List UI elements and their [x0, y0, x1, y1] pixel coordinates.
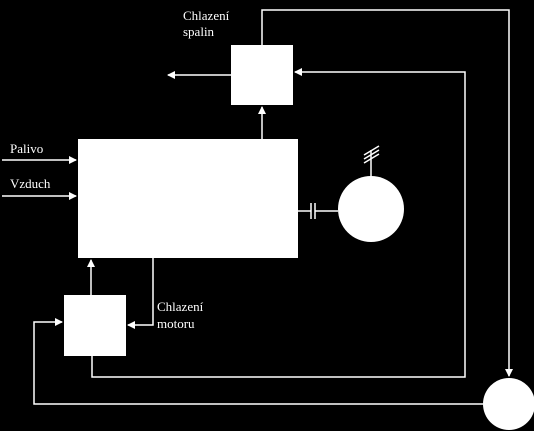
engine-cooling-exchanger-box	[64, 295, 126, 356]
engine-cooling-label-line2: motoru	[157, 316, 195, 331]
air-label: Vzduch	[10, 176, 51, 191]
return-water-line	[33, 318, 483, 405]
engine-coolant-out-line	[127, 258, 154, 329]
intermediate-water-line	[91, 68, 466, 378]
flue-gas-cooling-label-line2: spalin	[183, 24, 215, 39]
flue-gas-cooling-label-line1: Chlazení	[183, 8, 230, 23]
hot-water-supply-line	[261, 9, 513, 377]
consumer-circle	[483, 378, 534, 430]
flue-gas-exchanger-box	[231, 45, 293, 105]
engine-block	[78, 139, 298, 258]
shaft-coupling	[298, 203, 338, 219]
engine-cooling-label-line1: Chlazení	[157, 299, 204, 314]
three-phase-output-icon	[363, 145, 380, 176]
fuel-label: Palivo	[10, 141, 44, 156]
generator-circle	[338, 176, 404, 242]
